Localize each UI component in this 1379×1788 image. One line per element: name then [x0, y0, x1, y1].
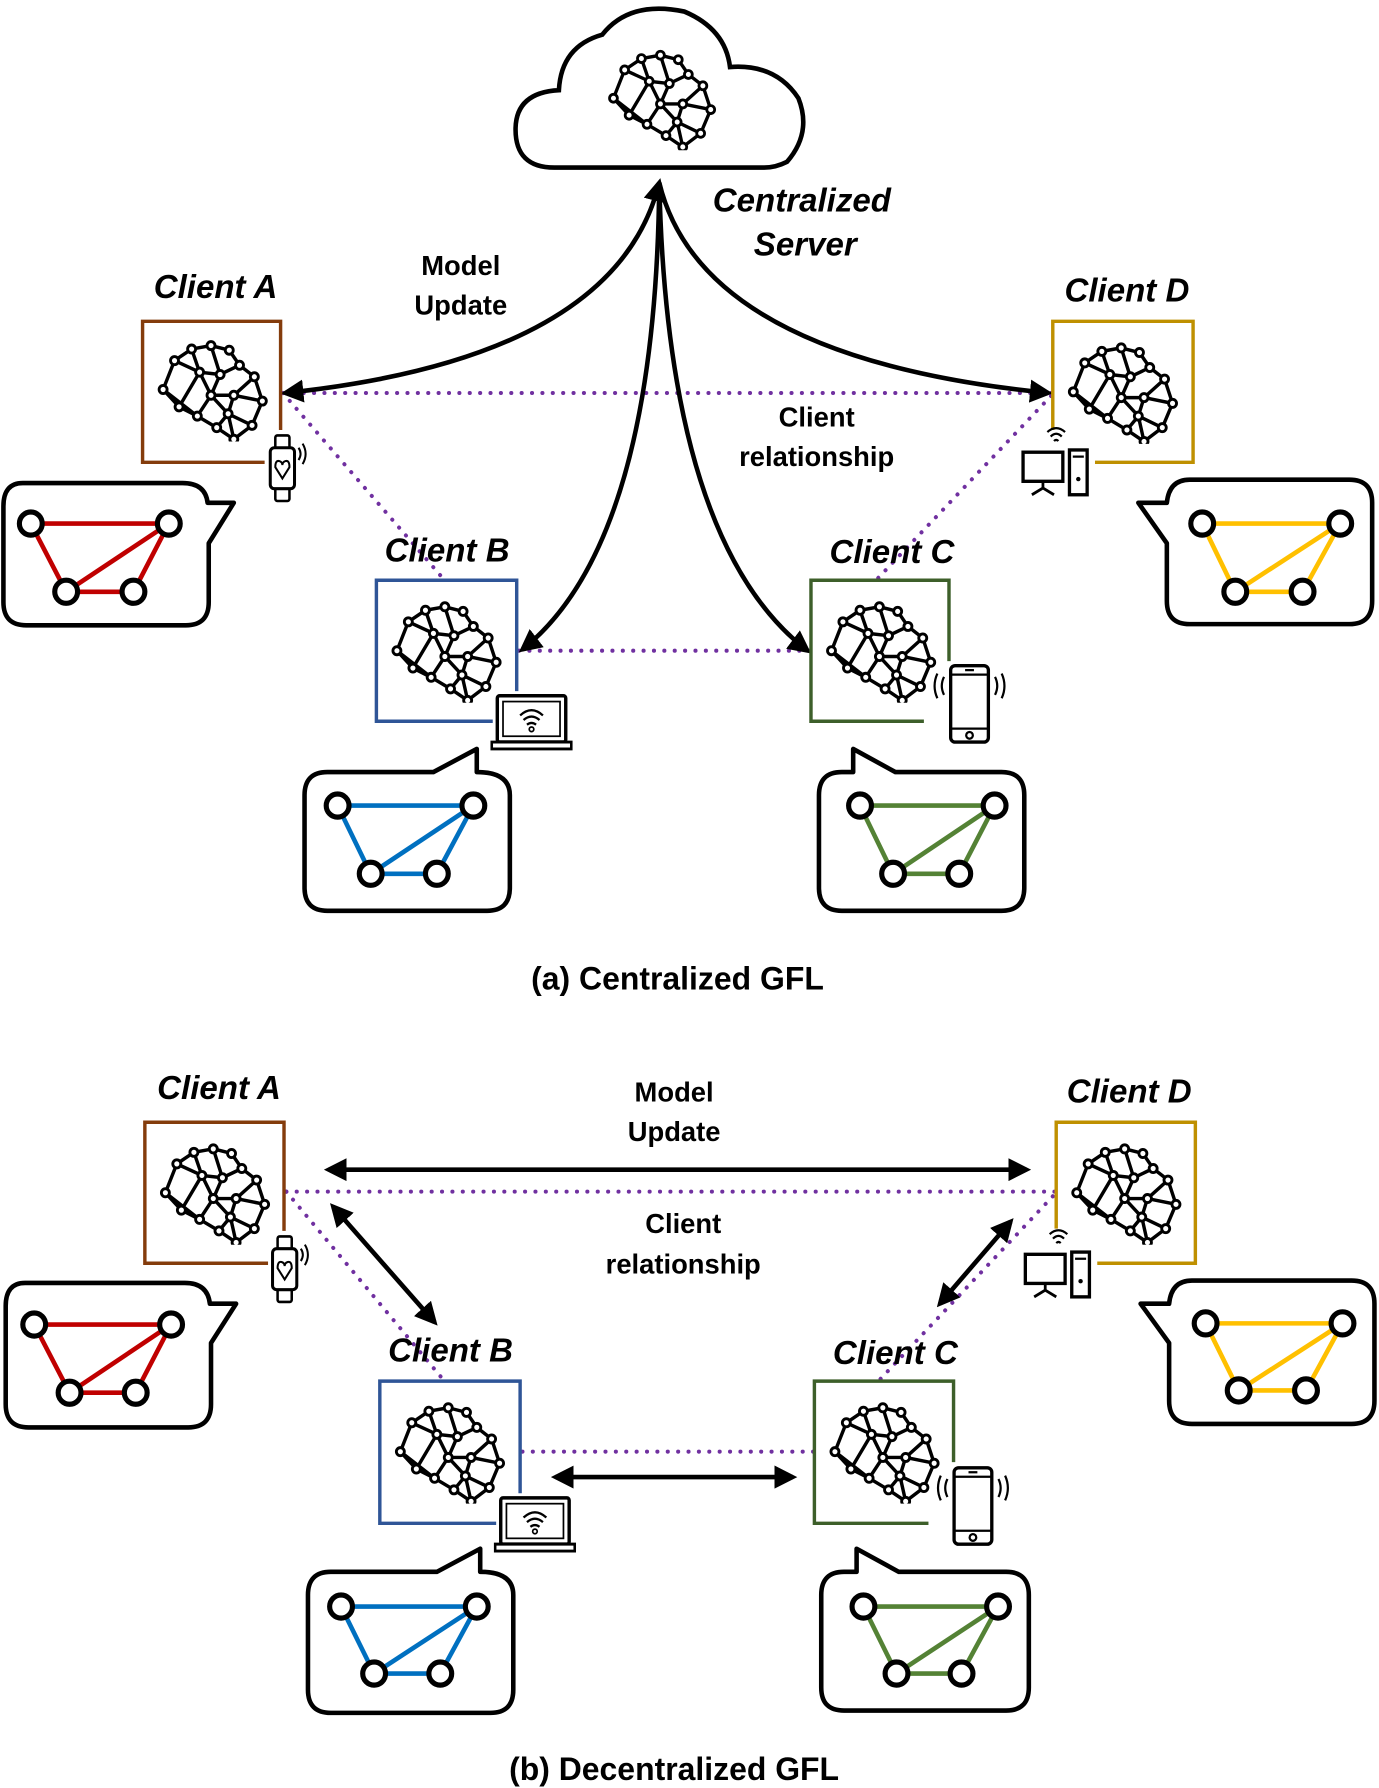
client-d-label: Client D — [1067, 1073, 1192, 1110]
client-d-box — [1054, 1120, 1198, 1266]
client-relationship-label-line2: relationship — [606, 1249, 761, 1280]
client-a: Client A — [3, 1070, 310, 1430]
client-b-model-icon — [394, 1401, 506, 1504]
client-c: Client C — [812, 1335, 1032, 1713]
arrow-server-b — [518, 182, 662, 653]
client-a-label: Client A — [154, 269, 278, 306]
client-relationship-label-line1: Client — [779, 401, 855, 432]
smartwatch-icon — [268, 433, 308, 503]
client-a-box — [140, 319, 283, 465]
server-label-line2: Server — [754, 226, 859, 263]
panel-decentralized: Model Update Client relationship Client … — [3, 1070, 1377, 1787]
arrow-server-a — [280, 178, 666, 403]
caption-centralized: (a) Centralized GFL — [531, 960, 824, 996]
model-update-arrows — [280, 178, 1053, 654]
client-c: Client C — [809, 534, 1027, 914]
laptop-icon — [493, 1496, 577, 1553]
client-c-graph-bubble — [816, 746, 1027, 914]
server-label-line1: Centralized — [713, 182, 892, 219]
client-c-model-icon — [829, 1401, 940, 1504]
arrow-c-d — [936, 1218, 1014, 1308]
model-update-label-line1: Model — [421, 250, 500, 281]
relationship-a-b — [280, 390, 445, 580]
client-b-label: Client B — [385, 533, 510, 570]
client-relationship-lines — [280, 390, 1054, 653]
client-a-graph-bubble — [3, 1280, 239, 1430]
smartwatch-icon — [270, 1234, 310, 1304]
client-c-label: Client C — [833, 1335, 959, 1372]
client-c-model-icon — [825, 601, 937, 703]
client-c-box — [809, 578, 951, 723]
client-relationship-label-line2: relationship — [739, 441, 894, 472]
relationship-a-b — [284, 1189, 445, 1381]
cloud-icon — [513, 6, 806, 170]
client-d-label: Client D — [1064, 272, 1189, 309]
desktop-icon — [1021, 426, 1089, 497]
smartphone-icon — [932, 663, 1007, 744]
model-update-arrows — [323, 1158, 1032, 1489]
client-a-model-icon — [157, 339, 269, 442]
client-d-model-icon — [1071, 1143, 1182, 1245]
client-b-graph-bubble — [302, 746, 513, 914]
arrow-server-c — [656, 182, 812, 654]
client-c-box — [812, 1379, 956, 1526]
arrow-a-b — [330, 1203, 438, 1326]
client-a-model-icon — [159, 1143, 271, 1245]
client-d: Client D — [1023, 1073, 1377, 1427]
client-a-graph-bubble — [1, 480, 237, 628]
client-relationship-label-line1: Client — [645, 1208, 721, 1239]
client-b: Client B — [305, 1332, 577, 1716]
client-b-box — [378, 1379, 522, 1526]
smartphone-icon — [936, 1466, 1010, 1546]
client-c-graph-bubble — [818, 1546, 1032, 1713]
client-b-graph-bubble — [305, 1546, 516, 1716]
client-b: Client B — [302, 533, 573, 914]
arrow-server-d — [657, 182, 1053, 403]
desktop-icon — [1023, 1228, 1092, 1299]
client-b-box — [374, 578, 519, 723]
client-d: Client D — [1021, 272, 1375, 627]
client-d-box — [1051, 319, 1195, 465]
client-c-label: Client C — [830, 534, 956, 571]
client-a: Client A — [1, 269, 308, 628]
model-update-label-line2: Update — [414, 289, 507, 320]
client-d-model-icon — [1067, 342, 1179, 444]
caption-decentralized: (b) Decentralized GFL — [509, 1751, 839, 1787]
model-update-label-line1: Model — [635, 1076, 714, 1107]
relationship-c-d — [876, 393, 1054, 580]
client-b-label: Client B — [388, 1332, 513, 1369]
client-b-model-icon — [391, 601, 502, 703]
client-a-label: Client A — [157, 1070, 281, 1107]
panel-centralized: Centralized Server Model Update Client r… — [1, 6, 1375, 996]
model-update-label-line2: Update — [628, 1116, 721, 1147]
client-d-graph-bubble — [1138, 1278, 1377, 1427]
client-d-graph-bubble — [1136, 477, 1375, 627]
laptop-icon — [490, 694, 573, 751]
client-a-box — [143, 1120, 286, 1266]
